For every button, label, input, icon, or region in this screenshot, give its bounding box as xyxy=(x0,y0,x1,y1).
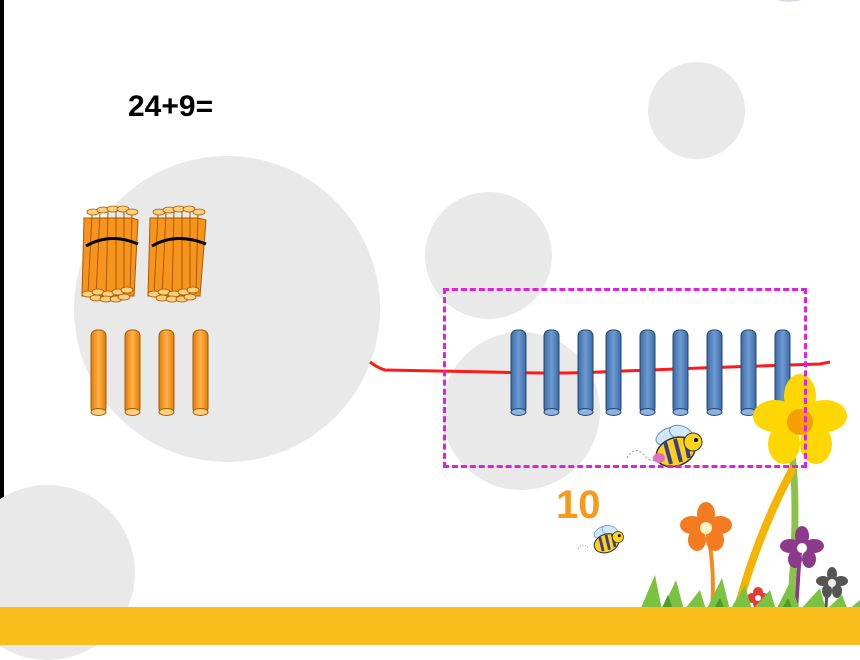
bg-circle-top-corner xyxy=(760,0,818,2)
bottom-color-bar xyxy=(0,607,860,645)
blue-stick xyxy=(577,329,594,416)
blue-single-sticks xyxy=(510,329,791,416)
bee-icon xyxy=(626,424,703,468)
grass xyxy=(640,575,860,612)
blue-stick xyxy=(740,329,757,416)
flower-icon xyxy=(753,374,847,464)
orange-stick xyxy=(192,329,209,416)
ten-label: 10 xyxy=(556,483,601,527)
group-of-ten-highlight xyxy=(443,288,807,468)
counting-sticks-scene xyxy=(81,205,860,614)
orange-stick xyxy=(90,329,107,416)
flower-icon xyxy=(780,526,824,568)
blue-stick xyxy=(639,329,656,416)
blue-stick xyxy=(672,329,689,416)
slide-left-edge xyxy=(0,0,4,645)
stick-bundle-icon xyxy=(81,205,139,303)
bg-circle-top-right xyxy=(648,62,745,159)
orange-stick xyxy=(124,329,141,416)
math-equation: 24+9= xyxy=(128,90,214,123)
bg-circle-mid xyxy=(425,192,552,319)
blue-stick xyxy=(510,329,527,416)
orange-single-sticks xyxy=(90,329,209,416)
flower-icon xyxy=(680,502,732,551)
blue-stick xyxy=(543,329,560,416)
stick-bundle-icon xyxy=(147,205,207,303)
orange-stick xyxy=(158,329,175,416)
red-divider-line xyxy=(369,360,831,375)
flower-icon xyxy=(816,567,848,598)
blue-stick xyxy=(706,329,723,416)
blue-stick xyxy=(605,329,622,416)
bee-icon xyxy=(577,525,624,554)
